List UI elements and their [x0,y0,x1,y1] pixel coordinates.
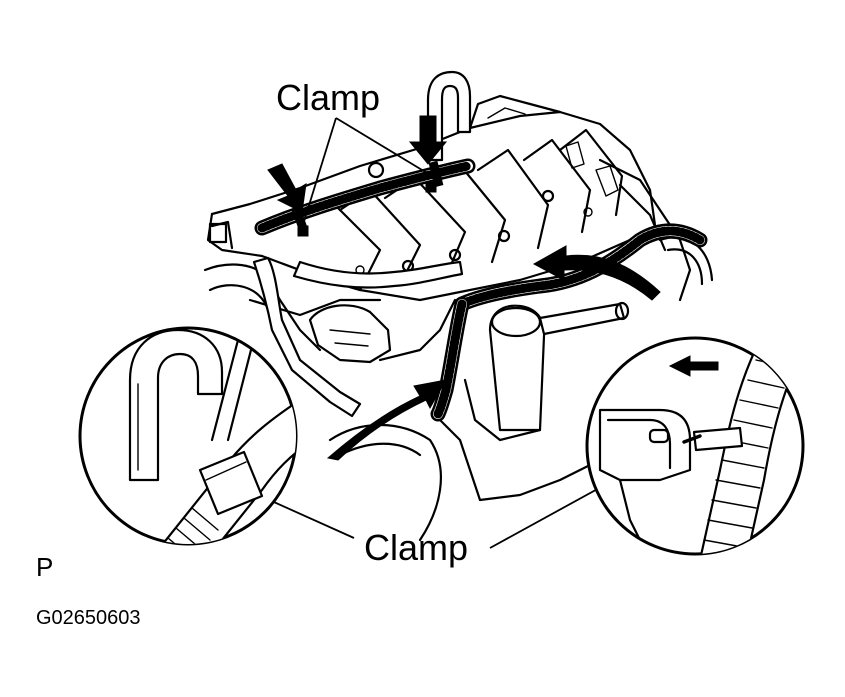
curved-arrow-left [326,379,447,461]
detail-view-right [585,336,805,556]
wire-harnesses [254,158,708,422]
curved-arrow-right [532,245,661,301]
press-arrow-right [408,115,448,165]
hoses [252,70,630,432]
detail-view-left [78,326,298,546]
press-arrows [267,115,448,213]
clamp-label-top: Clamp [276,77,380,118]
clamp-label-bottom: Clamp [364,527,468,568]
figure-id: G02650603 [36,607,141,629]
press-arrow-left [267,163,307,213]
corner-letter: P [36,552,53,582]
curved-pointer-arrows [326,245,661,461]
detail-arrow-icon [668,355,719,377]
